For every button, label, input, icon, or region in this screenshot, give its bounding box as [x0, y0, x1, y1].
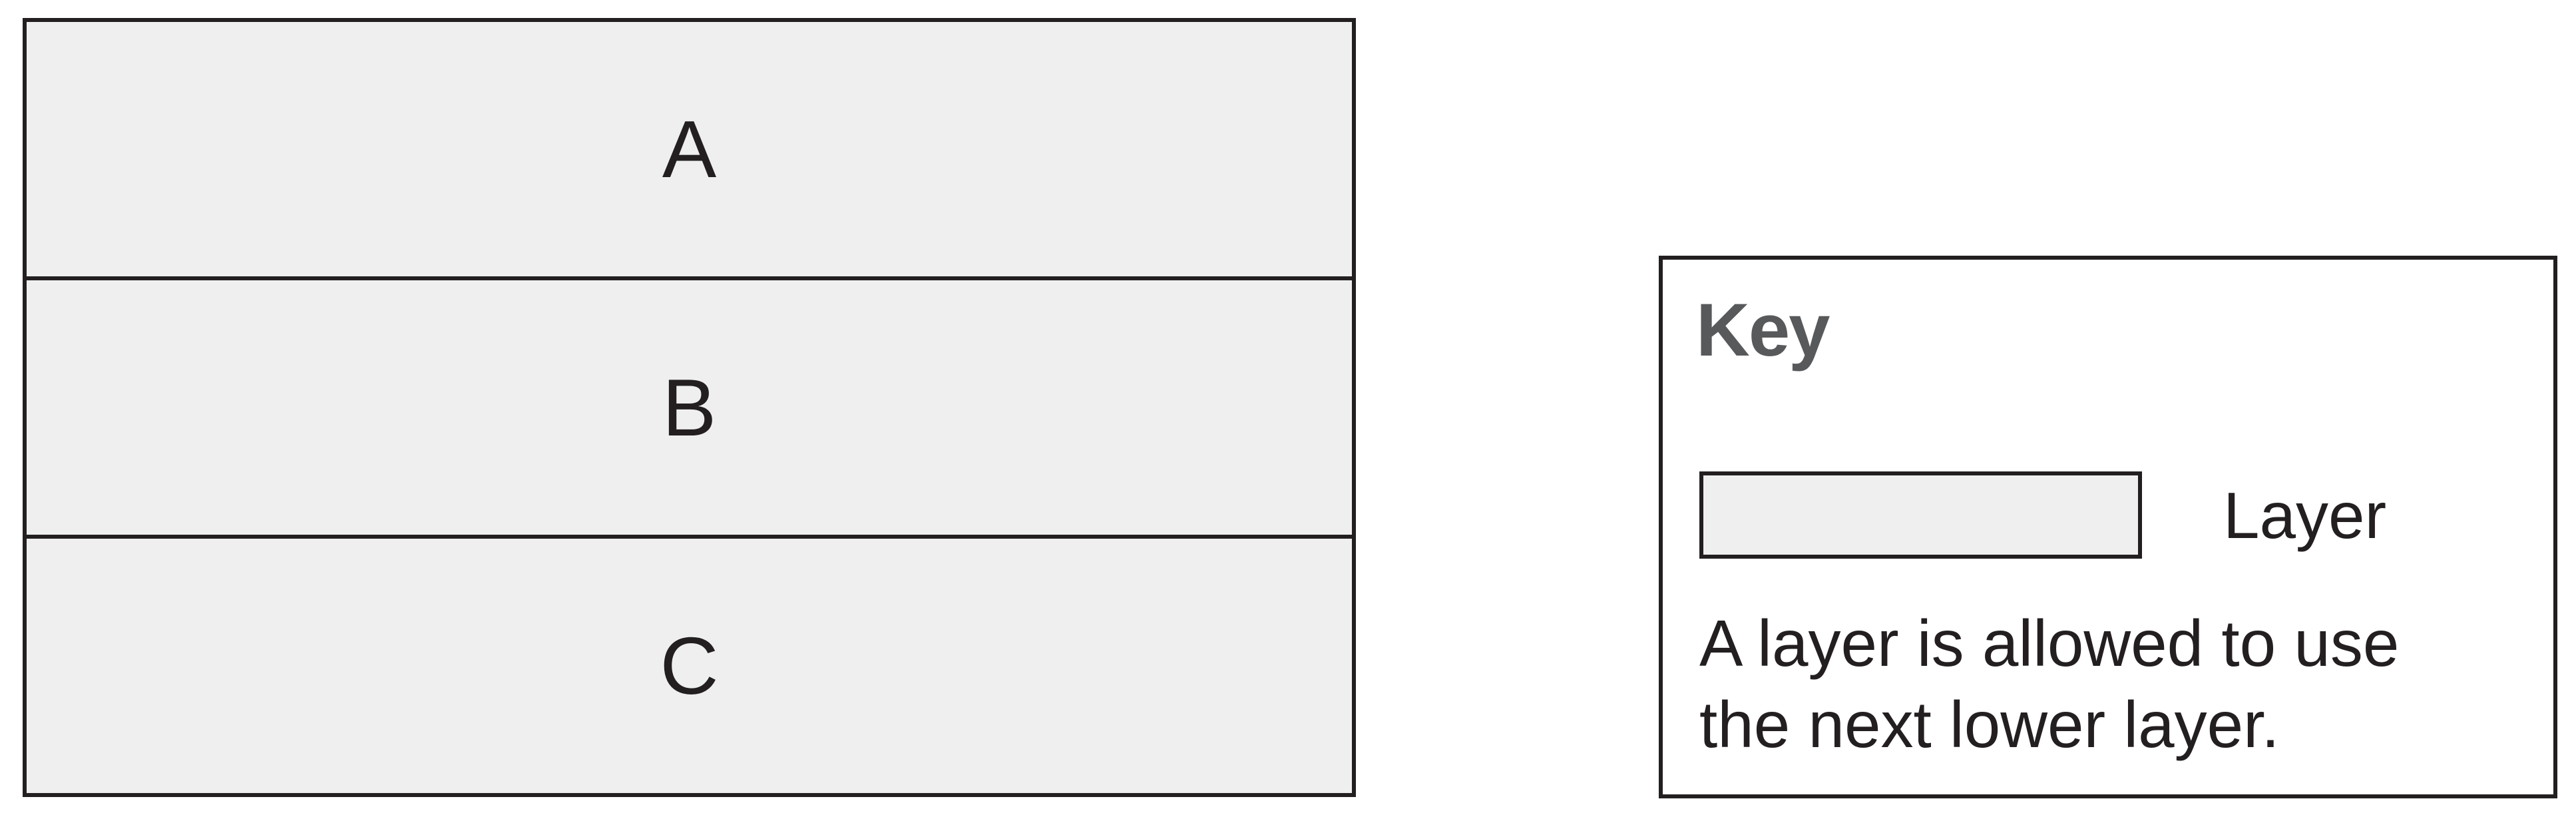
key-title: Key	[1696, 288, 1830, 372]
layer-b: B	[27, 276, 1352, 535]
layer-b-label: B	[662, 362, 717, 453]
key-legend: Key Layer A layer is allowed to use the …	[1659, 256, 2557, 798]
layer-stack: A B C	[23, 18, 1356, 797]
key-description: A layer is allowed to use the next lower…	[1699, 603, 2538, 765]
layer-swatch	[1699, 471, 2142, 559]
key-description-line-1: A layer is allowed to use	[1699, 607, 2400, 680]
layer-c: C	[27, 535, 1352, 793]
key-description-line-2: the next lower layer.	[1699, 688, 2280, 761]
layer-a: A	[27, 22, 1352, 276]
layer-a-label: A	[662, 104, 717, 194]
layer-c-label: C	[660, 621, 719, 711]
layer-swatch-label: Layer	[2223, 479, 2387, 552]
